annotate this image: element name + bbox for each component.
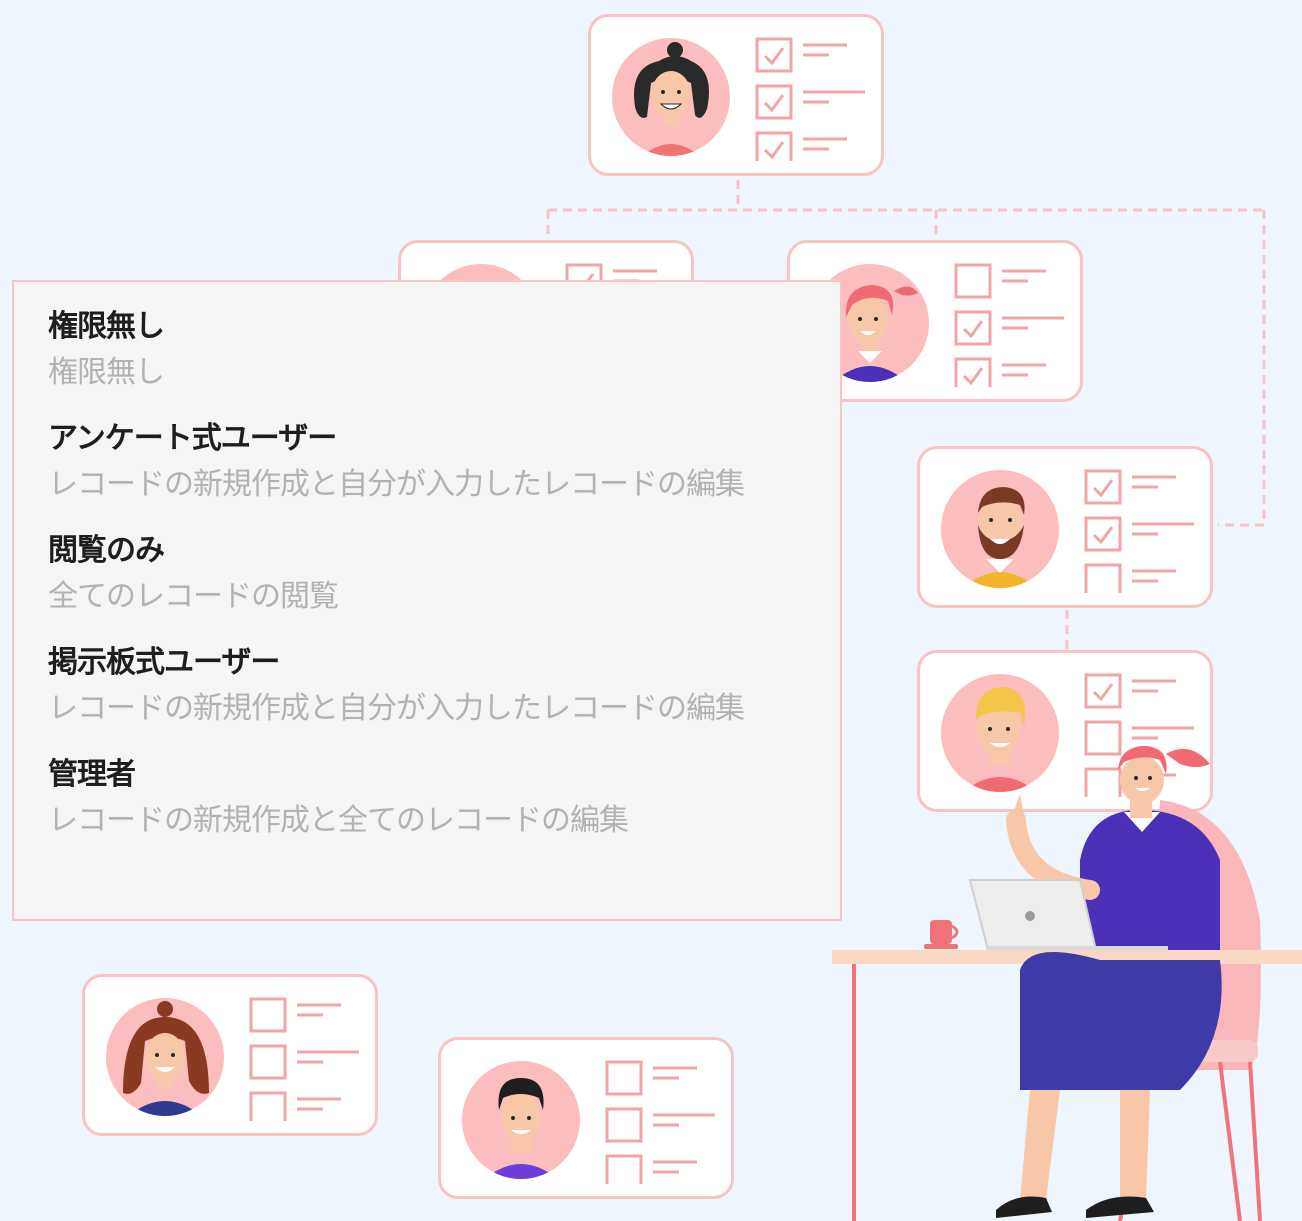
checkbox-empty-icon bbox=[1084, 720, 1122, 756]
checkbox-checked-icon bbox=[755, 131, 793, 161]
user-card-dark-hair-man bbox=[438, 1037, 734, 1199]
user-card-brunette-woman bbox=[82, 974, 378, 1136]
checkbox-empty-icon bbox=[249, 1091, 287, 1121]
checkbox-checked-icon bbox=[954, 310, 992, 346]
user-card-top-woman bbox=[588, 14, 884, 176]
checkbox-empty-icon bbox=[605, 1107, 643, 1143]
checkbox-empty-icon bbox=[1084, 767, 1122, 797]
permission-checklist bbox=[1084, 469, 1194, 593]
permission-checklist bbox=[605, 1060, 715, 1184]
role-list-panel: 権限無し 権限無し アンケート式ユーザー レコードの新規作成と自分が入力したレコ… bbox=[12, 280, 842, 921]
checkbox-checked-icon bbox=[1084, 469, 1122, 505]
checkbox-empty-icon bbox=[1084, 563, 1122, 593]
user-card-bearded-man bbox=[917, 446, 1213, 608]
role-title: 権限無し bbox=[48, 309, 165, 344]
role-description: レコードの新規作成と自分が入力したレコードの編集 bbox=[48, 467, 745, 502]
person-at-laptop-illustration bbox=[832, 746, 1302, 1221]
role-title: アンケート式ユーザー bbox=[48, 421, 337, 456]
user-card-blond-man bbox=[917, 650, 1213, 812]
checkbox-empty-icon bbox=[249, 997, 287, 1033]
role-description: 権限無し bbox=[48, 355, 165, 390]
permission-checklist bbox=[954, 263, 1064, 387]
checkbox-checked-icon bbox=[755, 37, 793, 73]
role-item-survey-user[interactable]: アンケート式ユーザー レコードの新規作成と自分が入力したレコードの編集 bbox=[48, 420, 840, 505]
avatar-woman-brown-hair bbox=[106, 998, 224, 1116]
avatar-man-beard bbox=[941, 470, 1059, 588]
role-description: レコードの新規作成と自分が入力したレコードの編集 bbox=[48, 691, 745, 726]
checkbox-checked-icon bbox=[1084, 673, 1122, 709]
checkbox-empty-icon bbox=[605, 1154, 643, 1184]
permission-checklist bbox=[755, 37, 865, 161]
checkbox-checked-icon bbox=[954, 357, 992, 387]
role-item-none[interactable]: 権限無し 権限無し bbox=[48, 308, 840, 393]
role-title: 管理者 bbox=[48, 757, 136, 792]
role-description: レコードの新規作成と全てのレコードの編集 bbox=[48, 803, 629, 838]
checkbox-checked-icon bbox=[755, 84, 793, 120]
role-item-admin[interactable]: 管理者 レコードの新規作成と全てのレコードの編集 bbox=[48, 756, 840, 841]
permission-checklist bbox=[249, 997, 359, 1121]
checkbox-checked-icon bbox=[1084, 516, 1122, 552]
avatar-man-blond bbox=[941, 674, 1059, 792]
role-title: 閲覧のみ bbox=[48, 533, 165, 568]
role-item-view-only[interactable]: 閲覧のみ 全てのレコードの閲覧 bbox=[48, 532, 840, 617]
avatar-woman-black-hair bbox=[612, 38, 730, 156]
avatar-man-dark-hair bbox=[462, 1061, 580, 1179]
permission-checklist bbox=[1084, 673, 1194, 797]
role-description: 全てのレコードの閲覧 bbox=[48, 579, 339, 614]
checkbox-empty-icon bbox=[249, 1044, 287, 1080]
checkbox-empty-icon bbox=[605, 1060, 643, 1096]
role-item-board-user[interactable]: 掲示板式ユーザー レコードの新規作成と自分が入力したレコードの編集 bbox=[48, 644, 840, 729]
checkbox-empty-icon bbox=[954, 263, 992, 299]
role-title: 掲示板式ユーザー bbox=[48, 645, 280, 680]
